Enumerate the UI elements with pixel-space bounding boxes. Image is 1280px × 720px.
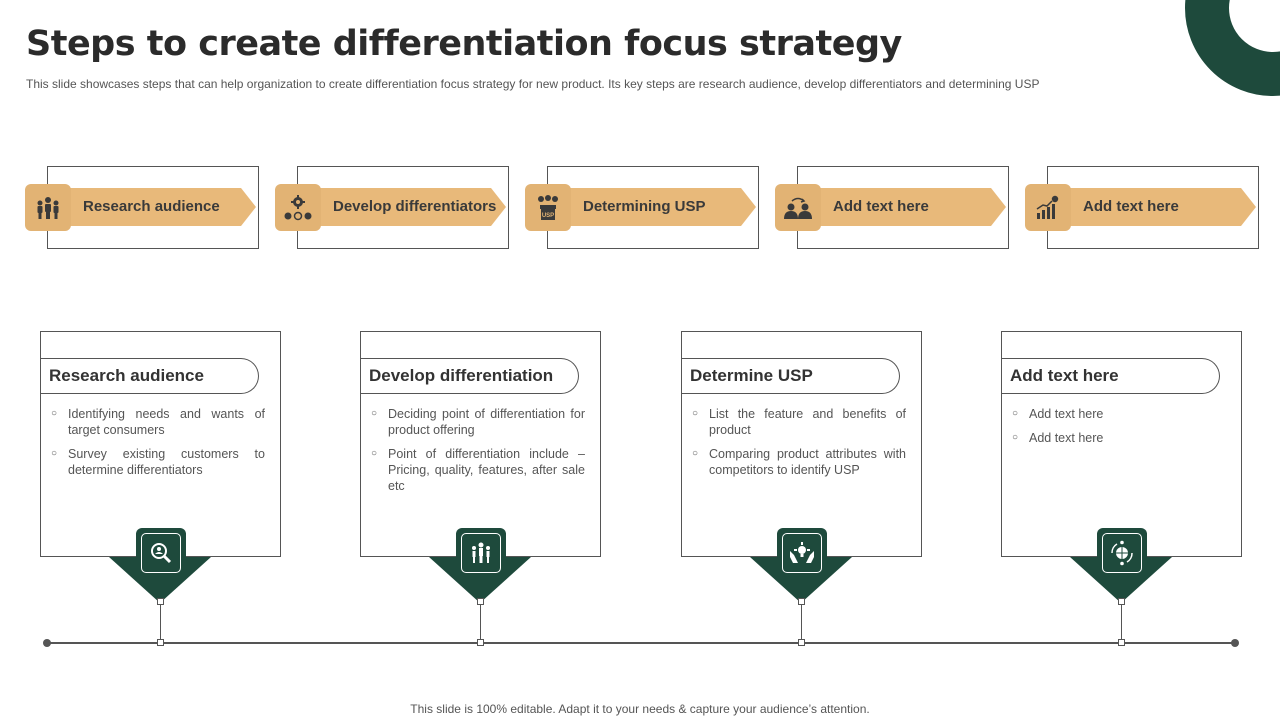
list-item: Deciding point of differentiation for pr… <box>371 406 585 438</box>
list-item: Survey existing customers to determine d… <box>51 446 265 478</box>
card-title: Research audience <box>49 366 204 385</box>
step-arrow <box>1069 188 1256 226</box>
team-icon <box>456 528 506 578</box>
card-title-pill <box>361 358 579 394</box>
list-item: Comparing product attributes with compet… <box>692 446 906 478</box>
card-bullet-list: Add text here Add text here <box>1012 406 1226 454</box>
node-square <box>477 639 484 646</box>
step-label: Add text here <box>1083 198 1179 215</box>
step-label: Research audience <box>83 198 220 215</box>
card-develop-differentiation: Develop differentiation Deciding point o… <box>360 331 601 557</box>
list-item: Point of differentiation include – Prici… <box>371 446 585 494</box>
step-arrow <box>319 188 506 226</box>
corner-ring-decoration <box>1185 0 1280 96</box>
step-add-text-2: Add text here <box>1025 166 1259 250</box>
list-item: List the feature and benefits of product <box>692 406 906 438</box>
connector-line <box>160 602 161 643</box>
page-subtitle: This slide showcases steps that can help… <box>26 77 1040 91</box>
card-add-text: Add text here Add text here Add text her… <box>1001 331 1242 557</box>
card-title: Add text here <box>1010 366 1119 385</box>
list-item: Identifying needs and wants of target co… <box>51 406 265 438</box>
bar-growth-icon <box>1025 184 1071 231</box>
step-arrow <box>569 188 756 226</box>
node-square <box>157 639 164 646</box>
timeline-end-dot <box>1231 639 1239 647</box>
user-search-icon <box>136 528 186 578</box>
user-exchange-icon <box>775 184 821 231</box>
step-arrow <box>819 188 1006 226</box>
connector-line <box>1121 602 1122 643</box>
footer-note: This slide is 100% editable. Adapt it to… <box>410 702 870 716</box>
node-square <box>1118 598 1125 605</box>
page-title: Steps to create differentiation focus st… <box>26 24 902 64</box>
card-bullet-list: List the feature and benefits of product… <box>692 406 906 486</box>
card-bullet-list: Identifying needs and wants of target co… <box>51 406 265 486</box>
node-square <box>1118 639 1125 646</box>
step-label: Determining USP <box>583 198 706 215</box>
step-label: Add text here <box>833 198 929 215</box>
globe-cycle-icon <box>1097 528 1147 578</box>
card-title-pill <box>41 358 259 394</box>
card-title-pill <box>1002 358 1220 394</box>
card-research-audience: Research audience Identifying needs and … <box>40 331 281 557</box>
connector-line <box>801 602 802 643</box>
node-square <box>157 598 164 605</box>
card-bullet-list: Deciding point of differentiation for pr… <box>371 406 585 502</box>
svg-text:USP: USP <box>542 213 554 219</box>
node-square <box>798 639 805 646</box>
card-title-pill <box>682 358 900 394</box>
list-item: Add text here <box>1012 430 1226 446</box>
gear-network-icon <box>275 184 321 231</box>
step-develop-differentiators: Develop differentiators <box>275 166 509 250</box>
list-item: Add text here <box>1012 406 1226 422</box>
card-determine-usp: Determine USP List the feature and benef… <box>681 331 922 557</box>
timeline <box>47 642 1236 644</box>
timeline-start-dot <box>43 639 51 647</box>
step-label: Develop differentiators <box>333 198 497 215</box>
step-determining-usp: Determining USP USP <box>525 166 759 250</box>
node-square <box>477 598 484 605</box>
card-title: Determine USP <box>690 366 813 385</box>
node-square <box>798 598 805 605</box>
step-research-audience: Research audience <box>25 166 259 250</box>
people-group-icon <box>25 184 71 231</box>
connector-line <box>480 602 481 643</box>
hands-idea-icon <box>777 528 827 578</box>
card-title: Develop differentiation <box>369 366 554 385</box>
usp-box-icon: USP <box>525 184 571 231</box>
step-add-text-1: Add text here <box>775 166 1009 250</box>
step-arrow <box>69 188 256 226</box>
